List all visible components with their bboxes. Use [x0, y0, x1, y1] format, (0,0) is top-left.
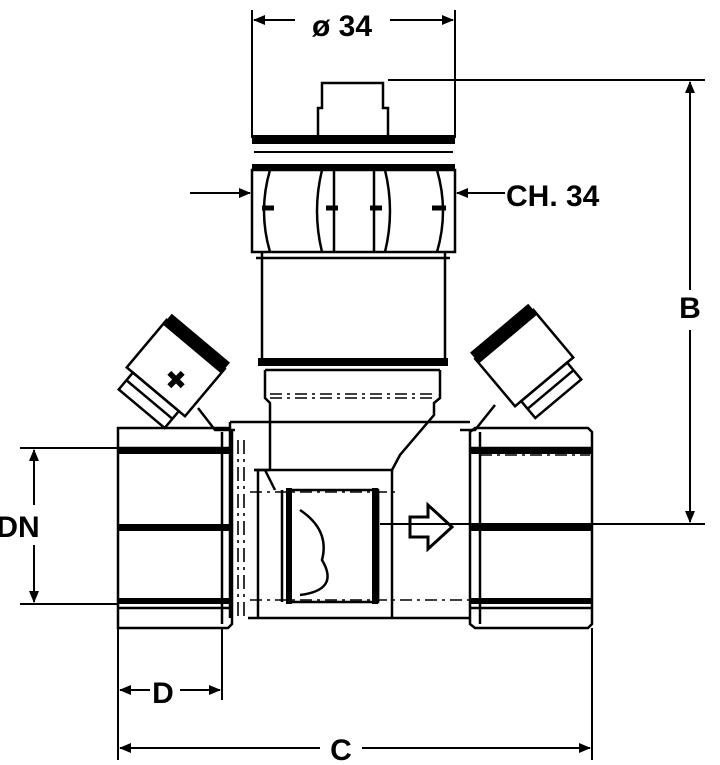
flow-arrow-icon [408, 501, 455, 553]
hidden-lines [250, 393, 590, 601]
dim-length-label: C [330, 734, 352, 765]
dim-depth-label: D [152, 677, 174, 710]
dim-nominal [20, 447, 118, 605]
hex-nut [250, 168, 457, 254]
cap-base-band [252, 135, 455, 144]
right-test-port [473, 308, 584, 420]
valve-body [228, 368, 470, 620]
bonnet-neck [256, 252, 450, 362]
top-cap [316, 81, 390, 135]
dim-wrench-label: CH. 34 [506, 180, 600, 213]
dim-depth [117, 628, 223, 760]
left-port-cross-icon: ✖ [165, 366, 187, 396]
dim-length [119, 628, 593, 760]
dim-nominal-label: DN [0, 511, 40, 544]
dim-diameter-label: ø 34 [312, 10, 372, 43]
dim-diameter [251, 10, 456, 138]
left-port-knurl [162, 313, 230, 374]
dim-height [380, 79, 705, 525]
right-port-knurl [470, 303, 538, 364]
dim-height-label: B [679, 292, 701, 325]
